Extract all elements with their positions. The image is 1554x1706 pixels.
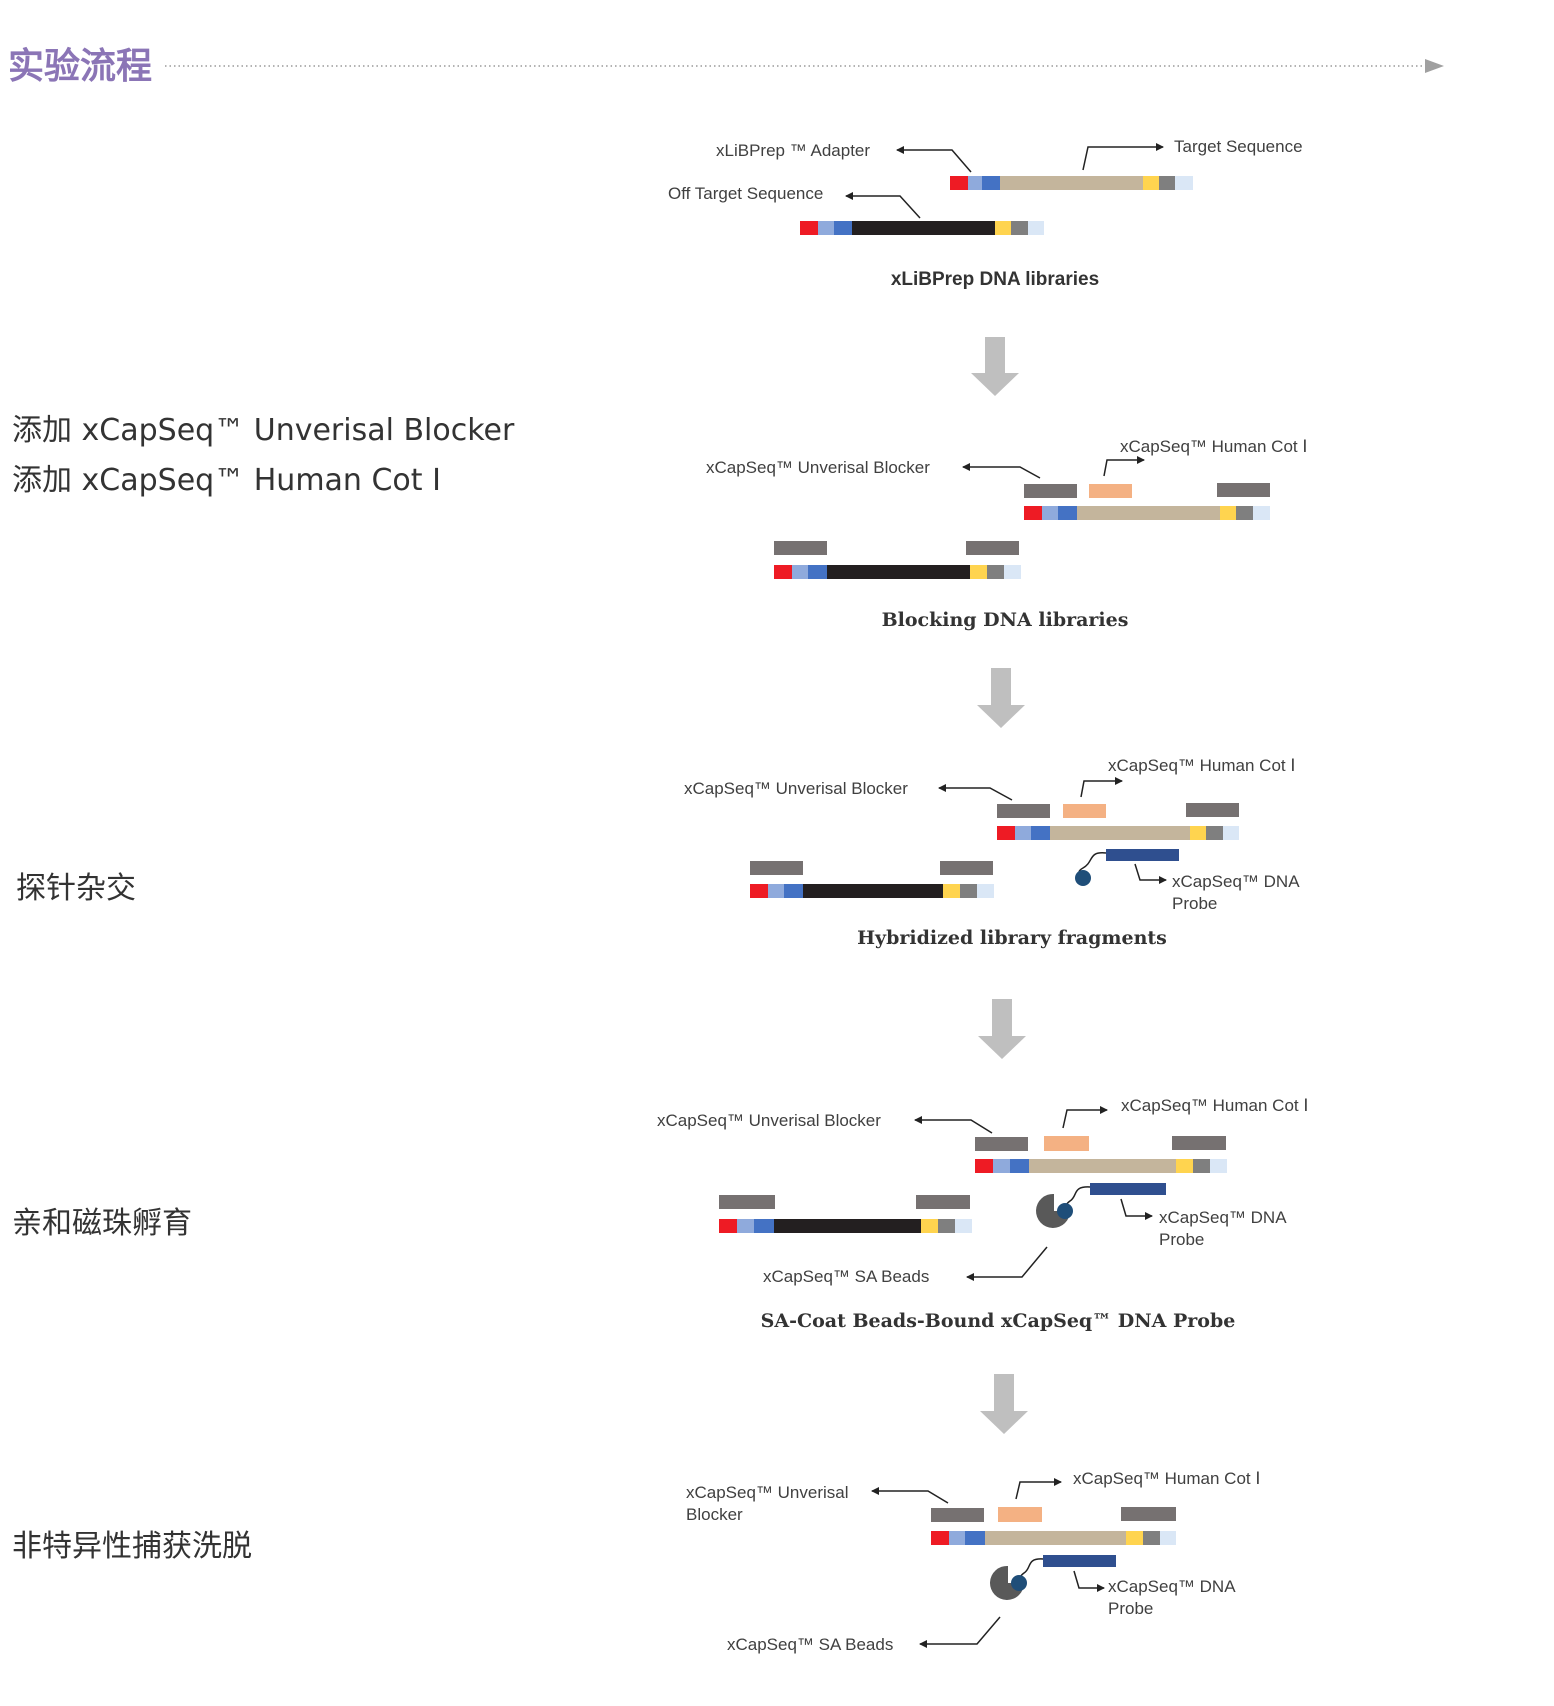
probe-label-line2: Probe — [1108, 1599, 1153, 1618]
blocker-pointer — [962, 463, 1041, 479]
target-pointer — [1082, 143, 1164, 171]
probe-label-line1: xCapSeq™ DNA — [1159, 1208, 1287, 1227]
adapter-label: xLiBPrep ™ Adapter — [716, 141, 870, 160]
blocker-label-line2: Blocker — [686, 1505, 743, 1524]
blocker-bar — [1172, 1136, 1226, 1150]
cot-pointer — [1080, 777, 1123, 798]
page-title: 实验流程 — [8, 46, 152, 87]
target-fragment — [950, 176, 1193, 190]
offtarget-fragment — [774, 565, 1021, 579]
process-arrow — [971, 337, 1019, 396]
blocker-bar — [1121, 1507, 1176, 1521]
beads-label: xCapSeq™ SA Beads — [763, 1267, 929, 1286]
adapter-pointer — [896, 146, 972, 173]
step-bead-incubation: 亲和磁珠孵育 — [12, 1206, 192, 1241]
blocker-bar — [916, 1195, 970, 1209]
cot-pointer — [1015, 1478, 1062, 1500]
panel-2-caption: Blocking DNA libraries — [882, 609, 1129, 631]
cot-bar — [1063, 804, 1106, 818]
probe-pointer — [1073, 1570, 1105, 1592]
header-arrowhead — [1425, 59, 1444, 73]
offtarget-fragment — [719, 1219, 972, 1233]
blocker-label: xCapSeq™ Unverisal Blocker — [684, 779, 908, 798]
panel-1-caption: xLiBPrep DNA libraries — [891, 269, 1099, 290]
process-arrow — [978, 999, 1026, 1059]
beads-pointer — [919, 1616, 1001, 1648]
blocker-label: xCapSeq™ Unverisal Blocker — [657, 1111, 881, 1130]
panel-bead-bound: xCapSeq™ Unverisal Blocker xCapSeq™ Huma… — [657, 1096, 1308, 1332]
bead-icon — [1036, 1193, 1070, 1228]
step-add-cot: 添加 xCapSeq™ Human Cot I — [12, 463, 441, 498]
biotin-dot — [1011, 1575, 1027, 1591]
target-fragment — [1024, 506, 1270, 520]
blocker-bar — [719, 1195, 775, 1209]
blocker-pointer — [938, 784, 1013, 801]
blocker-label: xCapSeq™ Unverisal Blocker — [706, 458, 930, 477]
cot-bar — [1044, 1136, 1089, 1151]
panel-eluted: xCapSeq™ Unverisal Blocker xCapSeq™ Huma… — [686, 1469, 1260, 1654]
step-labels: 添加 xCapSeq™ Unverisal Blocker 添加 xCapSeq… — [12, 413, 515, 1564]
blocker-bar — [1217, 483, 1270, 497]
cot-pointer — [1062, 1106, 1108, 1129]
process-arrow — [977, 668, 1025, 728]
probe-bar — [1106, 849, 1179, 861]
blocker-bar — [997, 804, 1050, 818]
target-fragment — [997, 826, 1239, 840]
step-wash-elute: 非特异性捕获洗脱 — [12, 1529, 252, 1564]
blocker-bar — [1024, 484, 1077, 498]
blocker-bar — [940, 861, 993, 875]
probe-label-line2: Probe — [1172, 894, 1217, 913]
target-label: Target Sequence — [1174, 137, 1303, 156]
offtarget-fragment — [800, 221, 1044, 235]
panel-blocking: xCapSeq™ Unverisal Blocker xCapSeq™ Huma… — [706, 437, 1307, 631]
probe-bar — [1043, 1555, 1116, 1567]
blocker-pointer — [871, 1487, 949, 1504]
cot-label: xCapSeq™ Human Cot Ⅰ — [1120, 437, 1307, 456]
blocker-bar — [750, 861, 803, 875]
cot-label: xCapSeq™ Human Cot Ⅰ — [1108, 756, 1295, 775]
blocker-bar — [774, 541, 827, 555]
panel-3-caption: Hybridized library fragments — [857, 927, 1167, 949]
offtarget-label: Off Target Sequence — [668, 184, 823, 203]
blocker-bar — [931, 1508, 984, 1522]
target-fragment — [975, 1159, 1227, 1173]
step-hybridization: 探针杂交 — [16, 871, 136, 906]
panel-hybridized: xCapSeq™ Unverisal Blocker xCapSeq™ Huma… — [684, 756, 1300, 949]
cot-label: xCapSeq™ Human Cot Ⅰ — [1121, 1096, 1308, 1115]
blocker-label-line1: xCapSeq™ Unverisal — [686, 1483, 849, 1502]
cot-bar — [1089, 484, 1132, 498]
probe-label-line1: xCapSeq™ DNA — [1108, 1577, 1236, 1596]
panel-4-caption: SA-Coat Beads-Bound xCapSeq™ DNA Probe — [761, 1310, 1236, 1332]
probe-label-line1: xCapSeq™ DNA — [1172, 872, 1300, 891]
cot-pointer — [1103, 456, 1145, 477]
panel-library: xLiBPrep ™ Adapter Target Sequence Off T… — [668, 137, 1303, 290]
bead-icon — [990, 1565, 1024, 1600]
target-fragment — [931, 1531, 1176, 1545]
probe-pointer — [1120, 1198, 1153, 1220]
cot-bar — [998, 1507, 1042, 1522]
step-add-blocker: 添加 xCapSeq™ Unverisal Blocker — [12, 413, 515, 448]
probe-label-line2: Probe — [1159, 1230, 1204, 1249]
blocker-bar — [966, 541, 1019, 555]
cot-label: xCapSeq™ Human Cot Ⅰ — [1073, 1469, 1260, 1488]
offtarget-pointer — [845, 192, 921, 219]
biotin-dot — [1075, 870, 1091, 886]
blocker-bar — [975, 1137, 1028, 1151]
blocker-bar — [1186, 803, 1239, 817]
biotin-dot — [1057, 1203, 1073, 1219]
beads-pointer — [966, 1246, 1048, 1281]
blocker-pointer — [914, 1116, 993, 1134]
process-arrow — [980, 1374, 1028, 1434]
probe-pointer — [1134, 863, 1167, 884]
beads-label: xCapSeq™ SA Beads — [727, 1635, 893, 1654]
probe-bar — [1090, 1183, 1166, 1195]
offtarget-fragment — [750, 884, 994, 898]
header: 实验流程 — [8, 46, 1444, 87]
